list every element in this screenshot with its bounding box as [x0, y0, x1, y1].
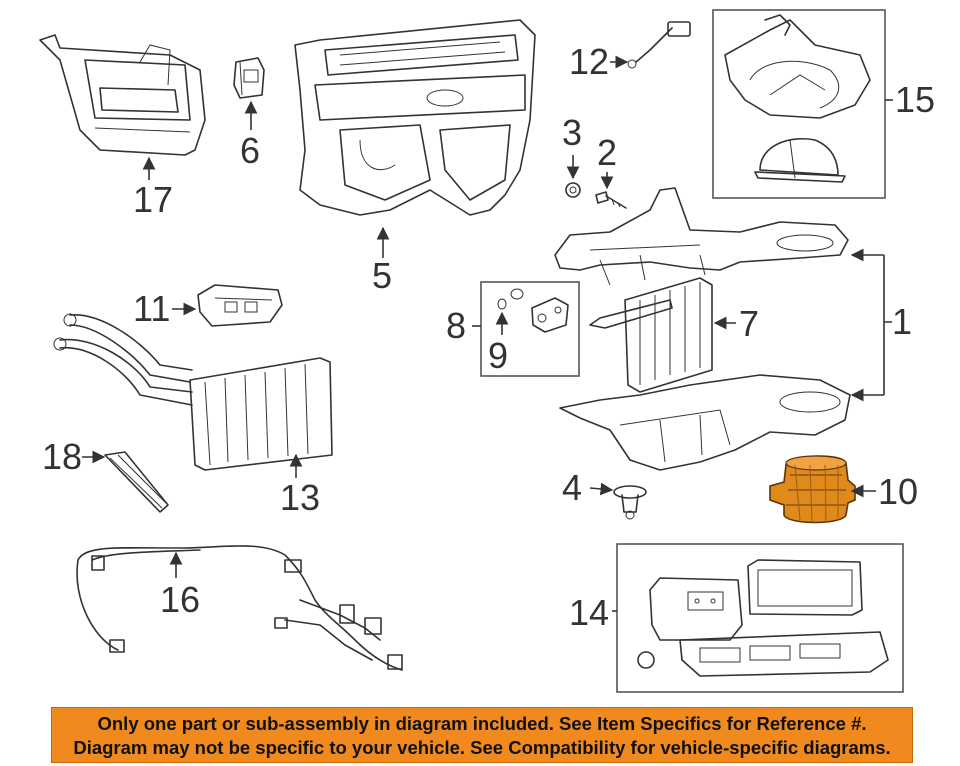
part-9-expansion-valve [497, 288, 569, 333]
callout-13: 13 [280, 477, 320, 518]
disclaimer-line-2: Diagram may not be specific to your vehi… [73, 737, 891, 758]
part-3-grommet [565, 182, 581, 198]
callout-5: 5 [372, 255, 392, 296]
callout-12: 12 [569, 41, 609, 82]
part-8-box [480, 281, 580, 377]
part-2-screw [595, 191, 627, 209]
part-13-heater-core [53, 313, 333, 471]
callout-17: 17 [133, 179, 173, 220]
part-7-evaporator [589, 277, 713, 393]
callout-9: 9 [488, 335, 508, 376]
callout-11: 11 [133, 288, 170, 329]
callout-14: 14 [569, 592, 609, 633]
callout-7: 7 [739, 303, 759, 344]
part-15-blower-housing [724, 14, 871, 183]
callout-10: 10 [878, 471, 918, 512]
part-15-box [712, 9, 886, 199]
part-16-wiring-harness [76, 545, 403, 671]
part-10-blower-motor [769, 455, 856, 524]
callout-3: 3 [562, 112, 582, 153]
part-4-actuator [613, 485, 647, 520]
callout-1: 1 [892, 301, 912, 342]
part-11-resistor [197, 284, 283, 327]
callout-6: 6 [240, 130, 260, 171]
disclaimer-line-1: Only one part or sub-assembly in diagram… [97, 713, 867, 734]
part-18-cabin-filter [104, 451, 169, 513]
part-14-control-parts [637, 559, 889, 677]
callout-8: 8 [446, 305, 466, 346]
callout-16: 16 [160, 579, 200, 620]
callout-2: 2 [597, 132, 617, 173]
part-1-lower-housing [559, 374, 851, 471]
part-5-hvac-case [294, 19, 536, 216]
part-1-upper-housing [554, 187, 849, 286]
part-6-sensor [233, 57, 265, 99]
part-12-sensor-wire [627, 21, 691, 69]
part-14-box [616, 543, 904, 693]
callout-4: 4 [562, 467, 582, 508]
disclaimer-banner: Only one part or sub-assembly in diagram… [51, 707, 913, 763]
callout-15: 15 [895, 79, 935, 120]
callout-18: 18 [42, 436, 82, 477]
part-17-duct [39, 34, 206, 156]
